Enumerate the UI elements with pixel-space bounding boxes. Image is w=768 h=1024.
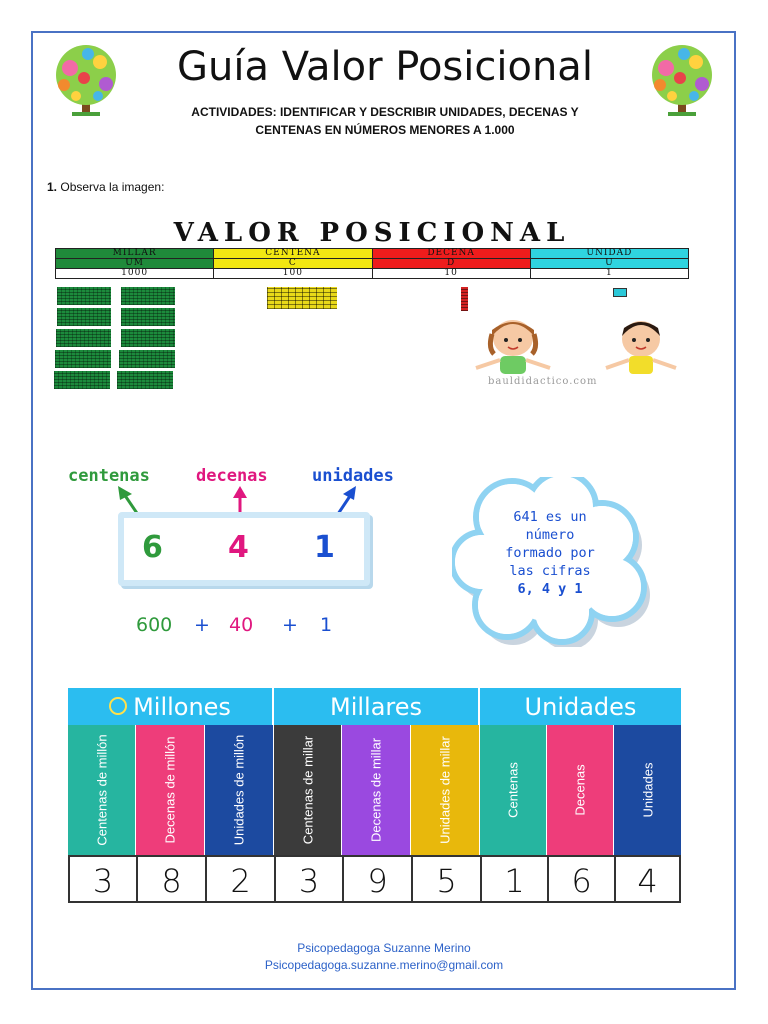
watermark-text: bauldidactico.com xyxy=(488,376,598,387)
subtitle-line-1: ACTIVIDADES: IDENTIFICAR Y DESCRIBIR UNI… xyxy=(191,105,579,119)
girl-cartoon-image xyxy=(475,320,551,374)
valor-posicional-table: MILLAR CENTENA DECENA UNIDAD UM C D U 10… xyxy=(54,248,690,279)
digit-cell: 6 xyxy=(547,855,614,903)
col-millar-name: MILLAR xyxy=(54,248,215,259)
col-decenas-de-millon: Decenas de millón xyxy=(136,725,205,855)
col-decenas: Decenas xyxy=(547,725,614,855)
digit-cell: 2 xyxy=(205,855,274,903)
cloud-line-2: número xyxy=(525,527,575,543)
group-unidades: Unidades xyxy=(480,688,681,725)
col-millar-abbr: UM xyxy=(54,258,215,269)
col-centenas: Centenas xyxy=(480,725,547,855)
thousand-block xyxy=(121,329,175,347)
thousand-block xyxy=(117,371,173,389)
col-label: Centenas xyxy=(505,762,521,818)
digit-cell: 8 xyxy=(136,855,205,903)
col-decenas-de-millar: Decenas de millar xyxy=(342,725,411,855)
digit-cell: 4 xyxy=(614,855,679,903)
thousand-block xyxy=(55,350,111,368)
thousand-block xyxy=(56,329,111,347)
digit-cell: 3 xyxy=(274,855,342,903)
group-unidades-label: Unidades xyxy=(524,693,637,721)
page-title: Guía Valor Posicional xyxy=(177,44,593,90)
thousand-block xyxy=(57,308,111,326)
label-decenas: decenas xyxy=(196,466,268,486)
ten-rod xyxy=(461,287,468,311)
thousand-block xyxy=(121,308,175,326)
digit-decenas: 4 xyxy=(228,530,249,565)
col-unidades-de-millon: Unidades de millón xyxy=(205,725,274,855)
label-unidades: unidades xyxy=(312,466,394,486)
digit-row-border xyxy=(679,855,681,903)
col-label: Unidades xyxy=(640,762,655,818)
expand-40: 40 xyxy=(229,614,254,636)
expand-plus-1: + xyxy=(194,614,210,636)
group-millones: Millones xyxy=(68,688,274,725)
col-centena-abbr: C xyxy=(213,258,373,269)
col-decena-value: 10 xyxy=(371,268,531,279)
digit-cell: 3 xyxy=(68,855,136,903)
digit-unidades: 1 xyxy=(314,530,335,565)
col-millar-value: 1000 xyxy=(54,268,215,279)
col-unidades: Unidades xyxy=(614,725,681,855)
digit-cell: 1 xyxy=(480,855,547,903)
footer-email: Psicopedagoga.suzanne.merino@gmail.com xyxy=(264,958,504,972)
thousand-block xyxy=(54,371,110,389)
cloud-bubble xyxy=(452,477,650,647)
expand-plus-2: + xyxy=(282,614,298,636)
thousand-block xyxy=(57,287,111,305)
col-label: Unidades de millón xyxy=(231,734,247,846)
expand-600: 600 xyxy=(136,614,173,636)
question-number: 1. xyxy=(47,180,58,194)
page-subtitle: ACTIVIDADES: IDENTIFICAR Y DESCRIBIR UNI… xyxy=(150,103,620,139)
digit-cell: 5 xyxy=(411,855,480,903)
label-centenas: centenas xyxy=(68,466,150,486)
col-unidad-value: 1 xyxy=(529,268,690,279)
col-label: Decenas de millón xyxy=(162,736,178,844)
subtitle-line-2: CENTENAS EN NÚMEROS MENORES A 1.000 xyxy=(255,123,515,137)
boy-cartoon-image xyxy=(605,321,677,374)
hundred-block xyxy=(267,287,337,309)
col-unidades-de-millar: Unidades de millar xyxy=(411,725,480,855)
digit-centenas: 6 xyxy=(142,530,163,565)
digit-cell: 9 xyxy=(342,855,411,903)
globe-icon xyxy=(109,697,128,715)
group-millares: Millares xyxy=(274,688,480,725)
cloud-line-5: 6, 4 y 1 xyxy=(517,581,583,597)
col-centena-name: CENTENA xyxy=(213,248,373,259)
col-centenas-de-millar: Centenas de millar xyxy=(274,725,342,855)
col-label: Centenas de millar xyxy=(300,735,315,845)
cloud-line-4: las cifras xyxy=(509,563,591,579)
col-label: Decenas de millar xyxy=(368,737,384,843)
page-border xyxy=(31,31,736,990)
cloud-line-3: formado por xyxy=(505,545,595,561)
col-centena-value: 100 xyxy=(213,268,373,279)
col-decena-abbr: D xyxy=(371,258,531,269)
col-decena-name: DECENA xyxy=(371,248,531,259)
col-label: Decenas xyxy=(572,764,588,816)
group-millares-label: Millares xyxy=(329,693,423,721)
cloud-text: 641 es un número formado por las cifras … xyxy=(470,508,630,598)
question-text: Observa la imagen: xyxy=(60,180,165,194)
thousand-block xyxy=(119,350,175,368)
footer-name: Psicopedagoga Suzanne Merino xyxy=(297,941,471,955)
group-millones-label: Millones xyxy=(133,693,231,721)
footer: Psicopedagoga Suzanne Merino Psicopedago… xyxy=(0,940,768,974)
col-label: Centenas de millón xyxy=(94,734,109,846)
col-centenas-de-millon: Centenas de millón xyxy=(68,725,136,855)
expand-1: 1 xyxy=(320,614,333,636)
number-box xyxy=(118,512,370,586)
thousand-block xyxy=(121,287,175,305)
unit-cube xyxy=(613,288,627,297)
col-unidad-name: UNIDAD xyxy=(529,248,690,259)
tree-left-image xyxy=(42,40,130,120)
place-value-chart: Millones Millares Unidades Centenas de m… xyxy=(68,688,681,916)
valor-posicional-title: VALOR POSICIONAL xyxy=(173,218,571,248)
cloud-line-1: 641 es un xyxy=(513,509,587,525)
col-unidad-abbr: U xyxy=(529,258,690,269)
question-1: 1. Observa la imagen: xyxy=(47,180,164,194)
tree-right-image xyxy=(638,40,726,120)
col-label: Unidades de millar xyxy=(437,736,453,844)
